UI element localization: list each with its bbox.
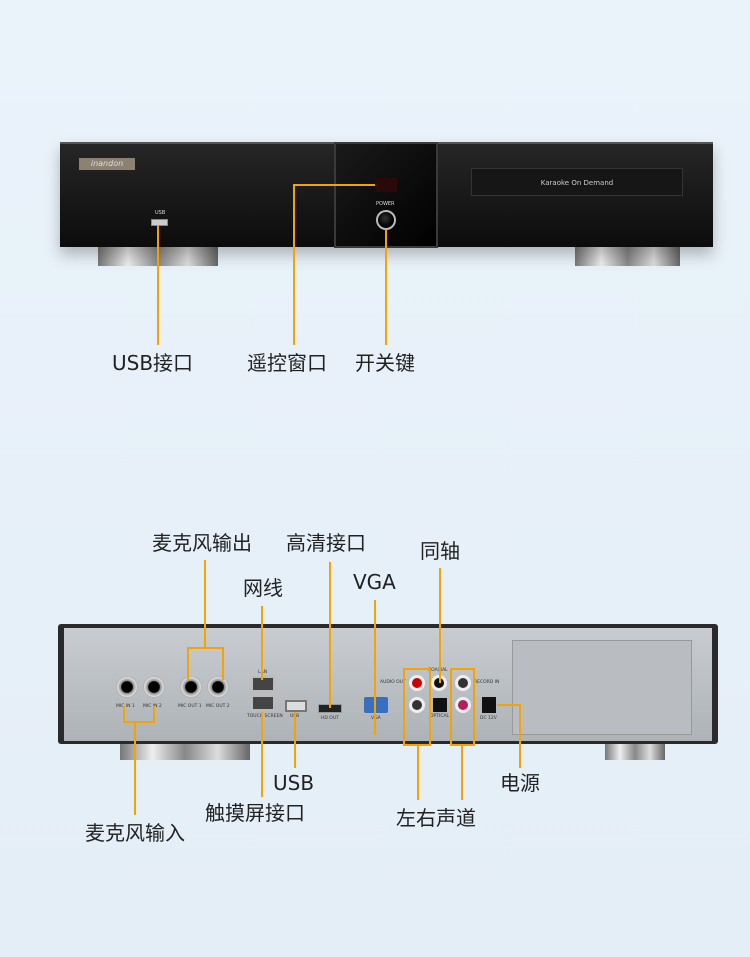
audio-out-highlight (403, 668, 431, 746)
dc-power-jack[interactable] (482, 697, 496, 713)
back-feet (120, 740, 250, 760)
mic-in-1-jack[interactable] (116, 676, 138, 698)
optical-port[interactable] (433, 698, 447, 712)
label-mic-in: 麦克风输入 (85, 821, 185, 845)
front-feet-right (575, 246, 680, 266)
disc-tray: Karaoke On Demand (471, 168, 683, 196)
record-in-r[interactable] (455, 697, 471, 713)
line-dc (497, 704, 521, 768)
usb-text: USB (155, 210, 166, 216)
record-in-l[interactable] (455, 675, 471, 691)
vent-cover (512, 640, 692, 735)
label-touchscreen: 触摸屏接口 (205, 801, 305, 825)
line-remote (293, 184, 375, 345)
label-usb: USB (273, 771, 315, 795)
dc-text: DC 12V (480, 716, 497, 721)
label-lr-channel: 左右声道 (396, 806, 476, 830)
label-hdmi: 高清接口 (286, 531, 366, 555)
brand-logo: inandon (79, 158, 135, 170)
touch-text: TOUCH SCREEN (247, 714, 283, 719)
coaxial-text: COAXIAL (428, 668, 448, 673)
label-network: 网线 (243, 576, 283, 600)
audio-out-text: AUDIO OUT (380, 680, 406, 685)
label-power-key: 开关键 (355, 351, 415, 375)
mic-out-2-jack[interactable] (207, 676, 229, 698)
audio-out-r[interactable] (409, 675, 425, 691)
line-mic-in (123, 706, 155, 815)
label-power: 电源 (500, 771, 540, 795)
audio-out-l[interactable] (409, 697, 425, 713)
mic-out-1-text: MIC OUT 1 (178, 704, 202, 709)
line-mic-out (187, 560, 224, 680)
mic-in-2-jack[interactable] (143, 676, 165, 698)
label-remote-window: 遥控窗口 (247, 351, 327, 375)
touch-screen-port[interactable] (251, 695, 275, 711)
power-text: POWER (376, 201, 395, 207)
record-in-text: RECORD IN (474, 680, 500, 685)
optical-text: OPTICAL (430, 714, 450, 719)
label-usb-port: USB接口 (112, 351, 194, 375)
mic-in-1-text: MIC IN 1 (116, 704, 135, 709)
record-in-highlight (450, 668, 475, 746)
hd-out-text: HD OUT (321, 716, 339, 721)
label-coaxial: 同轴 (420, 539, 460, 563)
label-vga: VGA (353, 570, 396, 594)
mic-out-2-text: MIC OUT 2 (206, 704, 230, 709)
label-mic-out: 麦克风输出 (152, 531, 252, 555)
usb-port-back[interactable] (285, 700, 307, 712)
ir-receiver (375, 178, 397, 192)
back-feet-right (605, 740, 665, 760)
line-lr (417, 746, 463, 800)
usb-port[interactable] (151, 219, 168, 226)
mic-out-1-jack[interactable] (180, 676, 202, 698)
mic-in-2-text: MIC IN 2 (143, 704, 162, 709)
power-button[interactable] (376, 210, 396, 230)
